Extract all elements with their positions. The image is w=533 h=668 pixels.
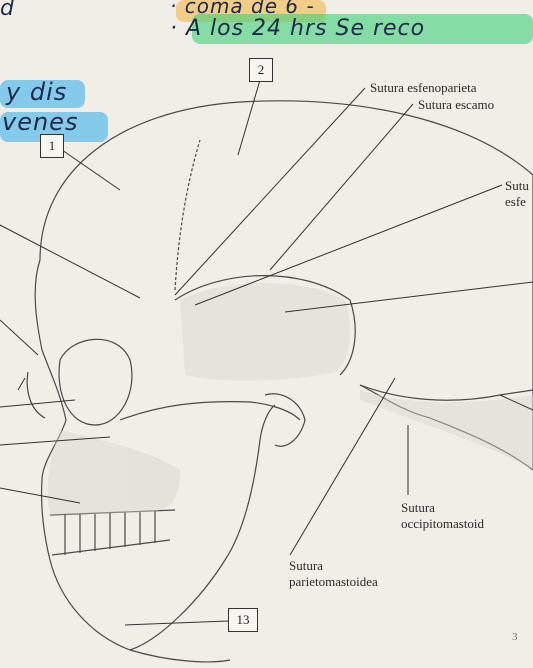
teeth-divisions xyxy=(65,511,155,555)
label-box-13: 13 xyxy=(228,608,258,632)
handwritten-note-line2: · A los 24 hrs Se reco xyxy=(170,16,425,41)
label-sutura-esfenoescamosa-line1: Sutu xyxy=(505,178,529,193)
leader-left-1 xyxy=(0,225,140,298)
leader-box-13 xyxy=(125,621,228,625)
mastoid-process xyxy=(265,394,305,447)
leader-parietomastoidea xyxy=(290,378,395,555)
leader-esfenoparietal xyxy=(175,88,365,295)
leader-left-6 xyxy=(18,378,25,390)
label-sutura-occipitomastoidea-line2: occipitomastoid xyxy=(401,516,484,531)
label-box-2: 2 xyxy=(249,58,273,82)
temporal-shade xyxy=(180,283,350,380)
zygomatic-arch xyxy=(120,402,300,420)
teeth-lower xyxy=(52,540,170,555)
nasal-outline xyxy=(27,372,45,418)
label-sutura-esfenoparietal: Sutura esfenoparieta xyxy=(370,80,476,95)
label-sutura-escamosa: Sutura escamo xyxy=(418,97,494,112)
label-sutura-parietomastoidea-line2: parietomastoidea xyxy=(289,574,378,589)
leader-left-3 xyxy=(0,400,75,407)
leader-box-2 xyxy=(238,80,260,155)
page-number: 3 xyxy=(512,630,518,645)
leader-box-1 xyxy=(62,150,120,190)
maxilla-shade xyxy=(48,430,180,515)
label-sutura-parietomastoidea-line1: Sutura xyxy=(289,558,323,573)
coronal-suture xyxy=(175,140,200,290)
label-sutura-esfenoescamosa-line2: esfe xyxy=(505,194,526,209)
orbit-outline xyxy=(59,339,132,425)
occipital-shade xyxy=(360,390,533,470)
label-box-1: 1 xyxy=(40,134,64,158)
leader-left-2 xyxy=(0,320,38,355)
leader-escamosa xyxy=(270,104,413,270)
handwritten-left-line2: venes xyxy=(2,108,78,136)
handwritten-top-left: d xyxy=(0,0,15,21)
leader-esfenoescamosa xyxy=(195,185,502,305)
label-sutura-occipitomastoidea-line1: Sutura xyxy=(401,500,435,515)
handwritten-left-line1: y dis xyxy=(6,78,67,106)
